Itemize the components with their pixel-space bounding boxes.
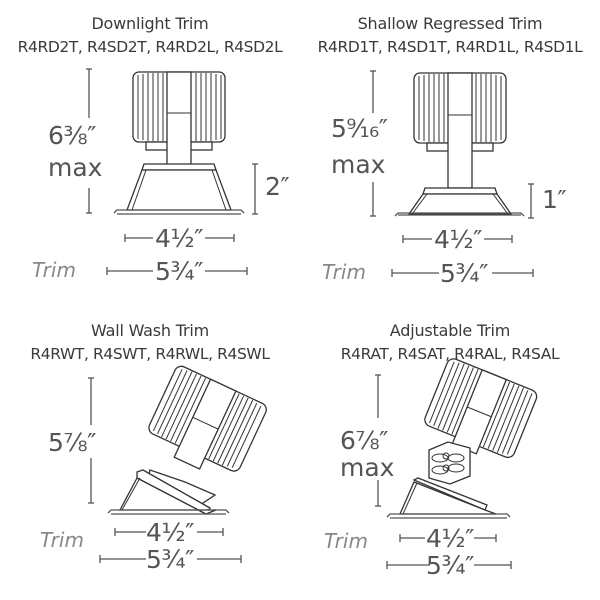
trim-width-dimension: 5¾″ — [155, 257, 203, 286]
wall-wash-fixture-drawing — [88, 365, 267, 563]
panel-shallow-regressed-trim: Shallow Regressed Trim R4RD1T, R4SD1T, R… — [300, 0, 600, 300]
panel-title: Shallow Regressed Trim — [357, 14, 543, 33]
height-qualifier: max — [331, 150, 386, 179]
height-qualifier: max — [340, 453, 395, 482]
panel-title: Wall Wash Trim — [91, 321, 209, 340]
adjustable-fixture-drawing — [375, 358, 538, 569]
trim-label: Trim — [324, 529, 368, 553]
trim-label: Trim — [40, 528, 84, 552]
downlight-fixture-drawing — [86, 68, 258, 275]
height-qualifier: max — [48, 153, 103, 182]
panel-title: Downlight Trim — [91, 14, 209, 33]
trim-label: Trim — [32, 258, 76, 282]
height-dimension: 5⅞″ — [48, 428, 96, 457]
trim-width-dimension: 5¾″ — [440, 259, 488, 288]
inner-width-dimension: 4½″ — [155, 224, 203, 253]
height-dimension: 6⅞″ — [340, 426, 388, 455]
panel-wall-wash-trim: Wall Wash Trim R4RWT, R4SWT, R4RWL, R4SW… — [0, 300, 300, 600]
inner-width-dimension: 4½″ — [146, 518, 194, 547]
model-numbers: R4RWT, R4SWT, R4RWL, R4SWL — [30, 345, 270, 363]
shallow-fixture-drawing — [370, 70, 534, 277]
model-numbers: R4RAT, R4SAT, R4RAL, R4SAL — [340, 345, 560, 363]
panel-downlight-trim: Downlight Trim R4RD2T, R4SD2T, R4RD2L, R… — [0, 0, 300, 300]
model-numbers: R4RD1T, R4SD1T, R4RD1L, R4SD1L — [317, 38, 583, 56]
height-dimension: 5⁹⁄₁₆″ — [331, 114, 388, 143]
inner-width-dimension: 4½″ — [426, 524, 474, 553]
trim-height-dimension: 1″ — [542, 185, 567, 214]
trim-width-dimension: 5¾″ — [146, 545, 194, 574]
trim-width-dimension: 5¾″ — [426, 551, 474, 580]
panel-title: Adjustable Trim — [389, 321, 511, 340]
trim-label: Trim — [322, 260, 366, 284]
trim-height-dimension: 2″ — [265, 172, 290, 201]
height-dimension: 6⅜″ — [48, 121, 96, 150]
inner-width-dimension: 4½″ — [434, 225, 482, 254]
panel-adjustable-trim: Adjustable Trim R4RAT, R4SAT, R4RAL, R4S… — [300, 300, 600, 600]
model-numbers: R4RD2T, R4SD2T, R4RD2L, R4SD2L — [17, 38, 283, 56]
